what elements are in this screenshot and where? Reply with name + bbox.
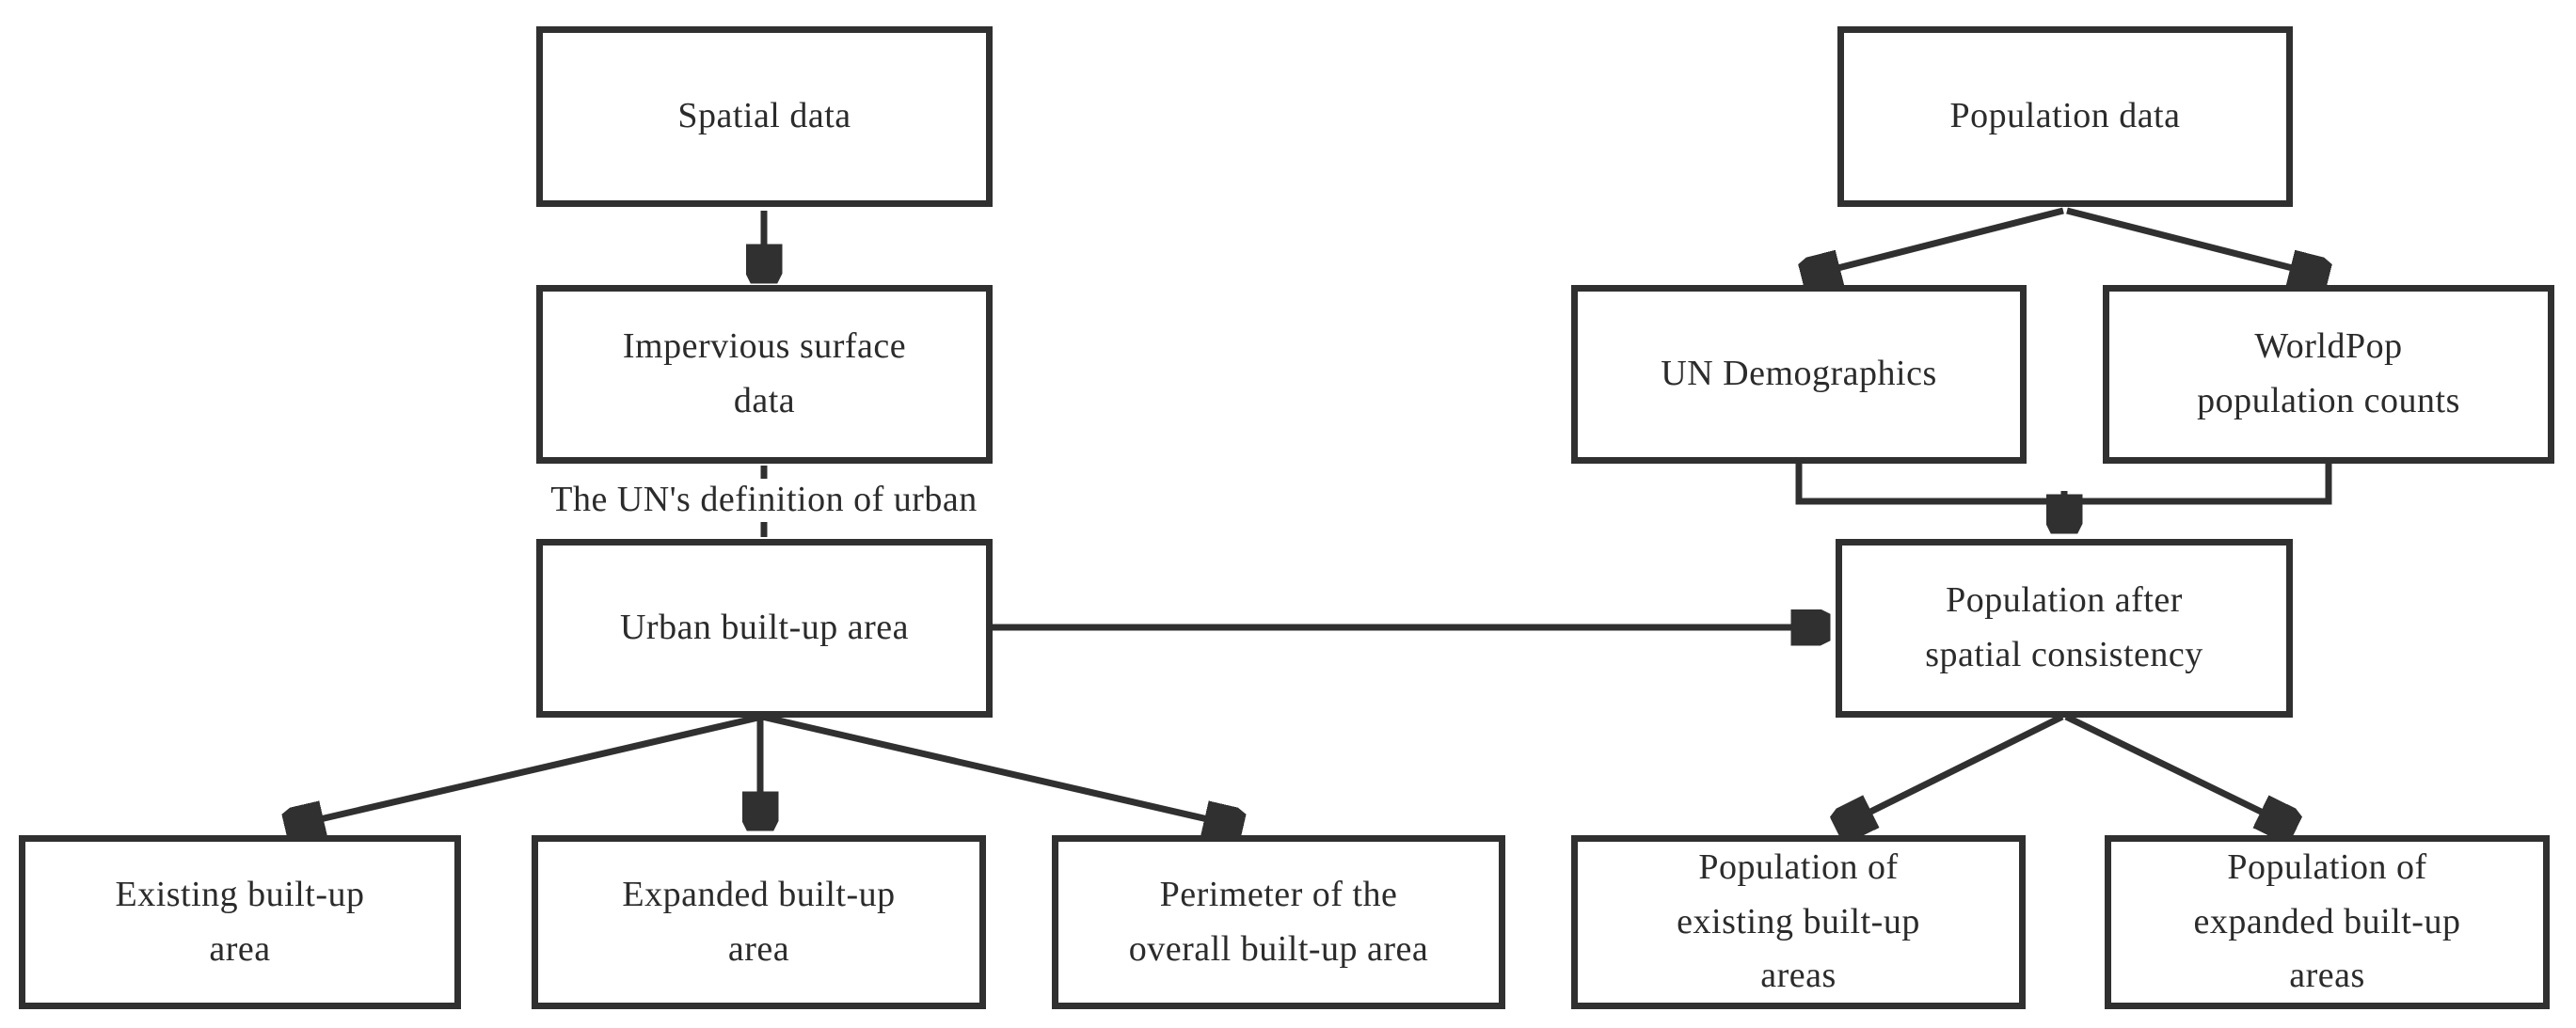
edge-label-un-definition-of-urban: The UN's definition of urban — [541, 479, 987, 522]
edge-populationdata-to-undemographics — [1808, 207, 2064, 276]
node-perimeter-overall-built-up-area: Perimeter of the overall built-up area — [1052, 835, 1505, 1009]
edge-urban-to-perimeter — [761, 713, 1236, 826]
edge-consistency-to-population-expanded — [2064, 713, 2290, 826]
node-impervious-surface-data: Impervious surface data — [536, 285, 993, 464]
node-spatial-data: Spatial data — [536, 26, 993, 207]
node-population-of-expanded-built-up-areas: Population of expanded built-up areas — [2105, 835, 2550, 1009]
node-urban-built-up-area: Urban built-up area — [536, 539, 993, 718]
node-worldpop-population-counts: WorldPop population counts — [2103, 285, 2554, 464]
node-existing-built-up-area: Existing built-up area — [19, 835, 461, 1009]
node-population-of-existing-built-up-areas: Population of existing built-up areas — [1571, 835, 2026, 1009]
node-population-data: Population data — [1837, 26, 2293, 207]
edge-populationdata-to-worldpop — [2066, 207, 2322, 276]
edge-consistency-to-population-existing — [1842, 713, 2064, 826]
node-expanded-built-up-area: Expanded built-up area — [532, 835, 986, 1009]
node-population-after-spatial-consistency: Population after spatial consistency — [1836, 539, 2293, 718]
edge-urban-to-existing — [292, 713, 763, 826]
node-un-demographics: UN Demographics — [1571, 285, 2027, 464]
